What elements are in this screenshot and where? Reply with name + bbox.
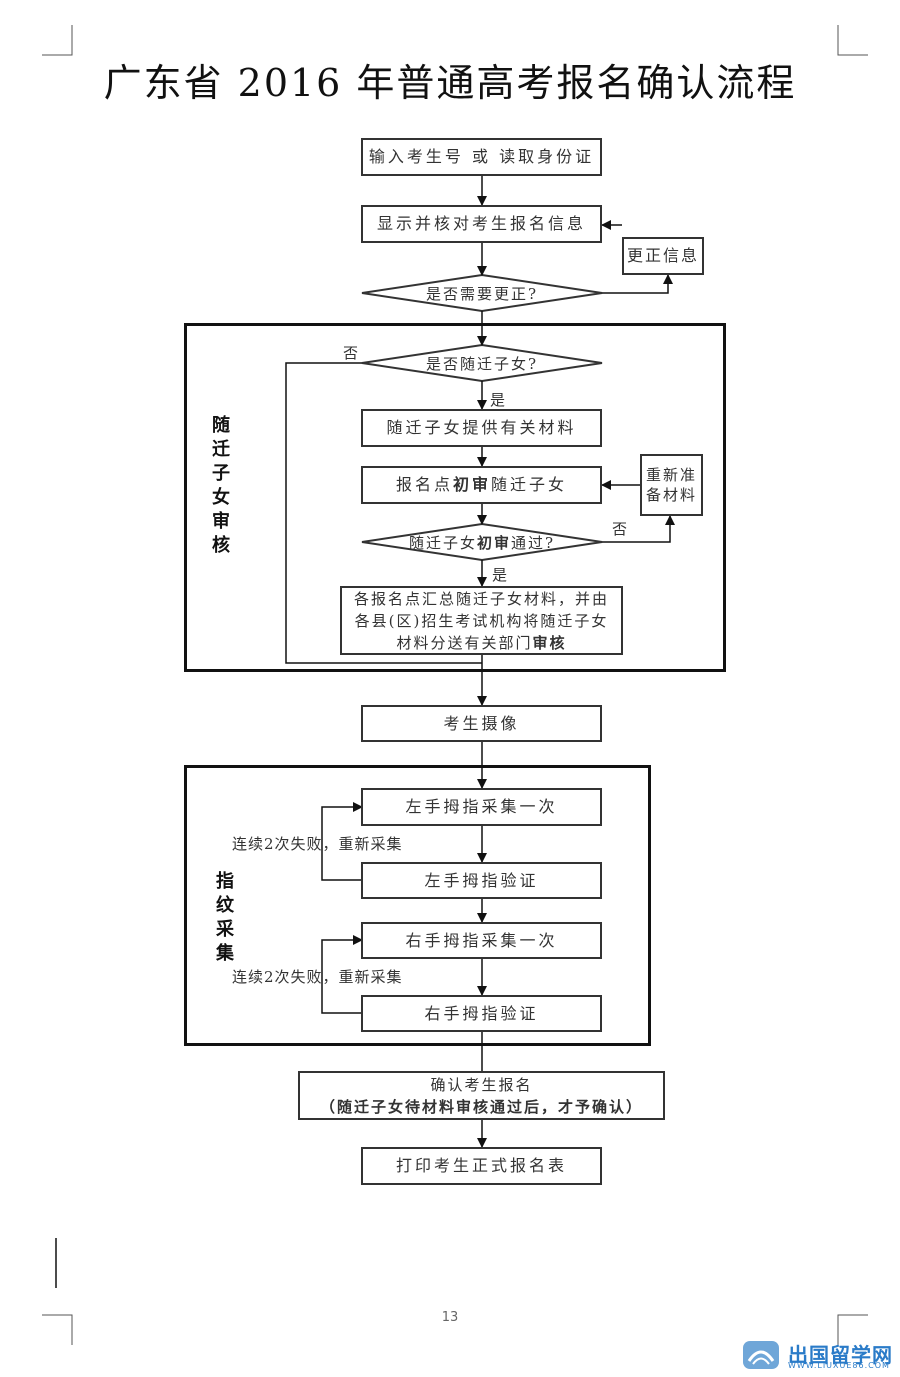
section-fingerprint (184, 765, 651, 1046)
step-summary-line-3b: 审核 (532, 633, 567, 652)
step-initial-review-c: 随迁子女 (491, 475, 568, 495)
step-summary-text: 各报名点汇总随迁子女材料，并由 各县(区)招生考试机构将随迁子女 材料分送有关部… (354, 588, 609, 654)
step-print-text: 打印考生正式报名表 (395, 1156, 567, 1176)
diamond-is-migrant (361, 343, 603, 383)
step-confirm: 确认考生报名 （随迁子女待材料审核通过后，才予确认） (298, 1071, 665, 1120)
branch-yes-1: 是 (490, 391, 507, 409)
step-left-collect-text: 左手拇指采集一次 (405, 797, 558, 817)
step-photo: 考生摄像 (361, 705, 602, 742)
logo-url: WWW.LIUXUE86.COM (788, 1361, 890, 1370)
branch-yes-2: 是 (492, 566, 509, 584)
step-left-collect: 左手拇指采集一次 (361, 788, 602, 826)
step-right-collect-text: 右手拇指采集一次 (405, 930, 558, 950)
step-correct-info: 更正信息 (622, 237, 704, 275)
branch-no-1: 否 (343, 344, 360, 362)
section-migrant-review (184, 323, 726, 672)
logo-emblem-icon (743, 1341, 779, 1369)
step-summary-line-3a: 材料分送有关部门 (396, 633, 533, 652)
step-summary-line-1: 各报名点汇总随迁子女材料，并由 (353, 589, 609, 608)
decision-need-correct-text: 是否需要更正? (425, 285, 539, 303)
page-number: 13 (441, 1310, 459, 1325)
step-provide-materials: 随迁子女提供有关材料 (361, 409, 602, 447)
decision-passed-a: 随迁子女 (408, 534, 477, 552)
step-right-collect: 右手拇指采集一次 (361, 922, 602, 959)
step-reprepare-line-1: 重新准 (645, 465, 697, 484)
site-logo: 出国留学网 WWW.LIUXUE86.COM (740, 1335, 900, 1375)
step-right-verify-text: 右手拇指验证 (424, 1003, 539, 1023)
step-reprepare: 重新准 备材料 (640, 454, 703, 516)
step-provide-materials-text: 随迁子女提供有关材料 (386, 418, 577, 438)
step-summary-line-2: 各县(区)招生考试机构将随迁子女 (354, 611, 609, 630)
step-initial-review-text: 报名点初审随迁子女 (396, 474, 567, 496)
step-confirm-text: 确认考生报名 （随迁子女待材料审核通过后，才予确认） (320, 1074, 643, 1118)
step-left-verify: 左手拇指验证 (361, 862, 602, 899)
branch-no-2: 否 (612, 520, 629, 538)
section-migrant-review-label: 随迁子女审核 (212, 415, 230, 556)
decision-passed-text: 随迁子女初审通过? (362, 532, 602, 553)
step-reprepare-line-2: 备材料 (645, 486, 697, 504)
step-initial-review-a: 报名点 (395, 475, 453, 495)
step-display-text: 显示并核对考生报名信息 (376, 214, 586, 234)
step-input: 输入考生号 或 读取身份证 (361, 138, 602, 176)
crop-marks (42, 25, 868, 1345)
decision-passed-c: 通过? (510, 534, 556, 552)
retry-right-label: 连续2次失败，重新采集 (232, 968, 403, 986)
step-right-verify: 右手拇指验证 (361, 995, 602, 1032)
decision-passed-b: 初审 (476, 534, 511, 552)
step-photo-text: 考生摄像 (443, 713, 520, 733)
step-summary: 各报名点汇总随迁子女材料，并由 各县(区)招生考试机构将随迁子女 材料分送有关部… (340, 586, 623, 655)
step-correct-info-text: 更正信息 (626, 246, 699, 266)
decision-is-migrant-text: 是否随迁子女? (425, 355, 539, 373)
step-reprepare-text: 重新准 备材料 (646, 465, 697, 506)
page-title: 广东省 2016 年普通高考报名确认流程 (103, 61, 797, 105)
step-confirm-line-1: 确认考生报名 (430, 1075, 533, 1094)
step-input-text: 输入考生号 或 读取身份证 (368, 147, 595, 167)
step-confirm-line-2: （随迁子女待材料审核通过后，才予确认） (319, 1097, 643, 1116)
step-left-verify-text: 左手拇指验证 (424, 870, 539, 890)
step-initial-review-b: 初审 (452, 475, 491, 495)
step-summary-line-3: 材料分送有关部门审核 (354, 632, 609, 654)
section-fingerprint-label: 指纹采集 (216, 871, 234, 964)
step-print: 打印考生正式报名表 (361, 1147, 602, 1185)
retry-left-label: 连续2次失败，重新采集 (232, 835, 403, 853)
logo-name: 出国留学网 (788, 1343, 893, 1367)
step-display: 显示并核对考生报名信息 (361, 205, 602, 243)
step-initial-review: 报名点初审随迁子女 (361, 466, 602, 504)
